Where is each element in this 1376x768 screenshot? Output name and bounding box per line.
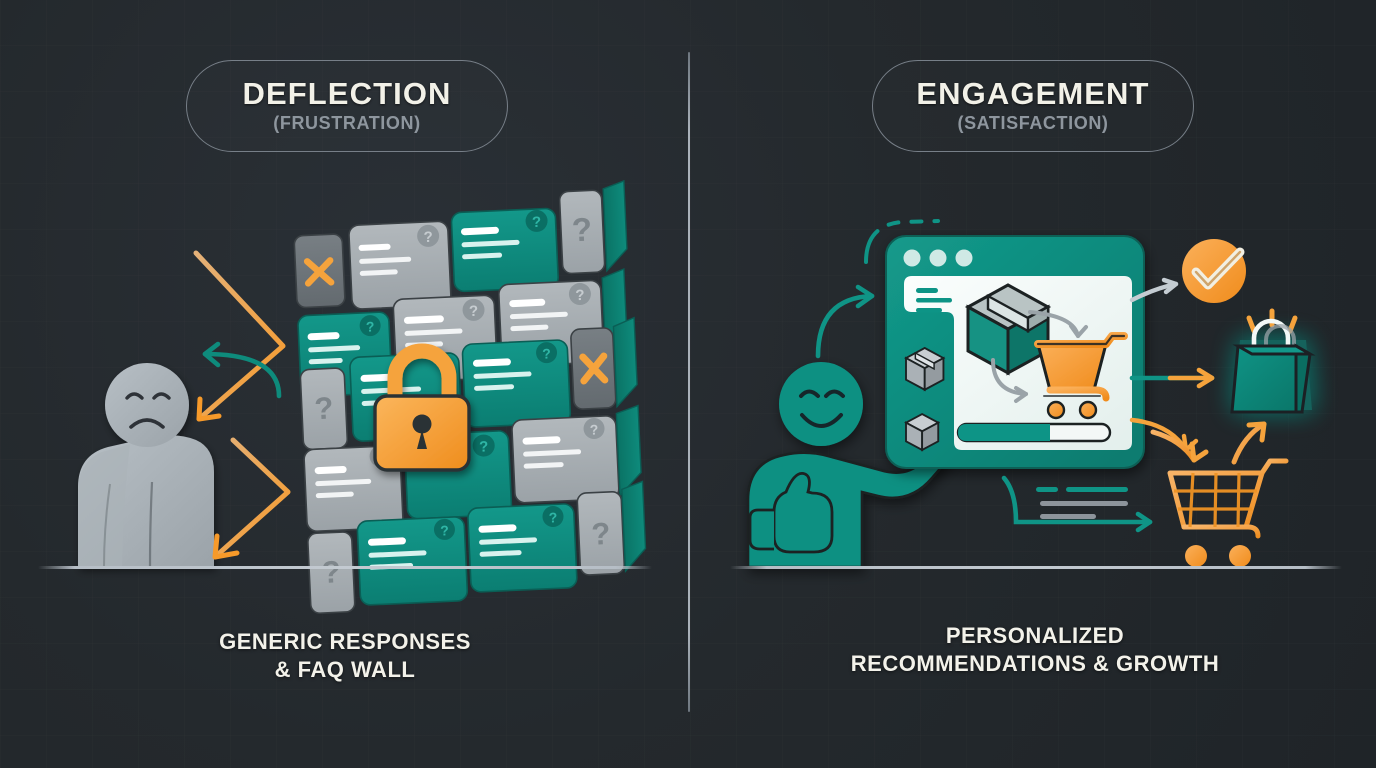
- brick-bigq: ?: [299, 367, 349, 451]
- deflection-subtitle: (FRUSTRATION): [273, 112, 421, 133]
- bounce-arrow-top: [193, 250, 286, 422]
- brick-row: ? ? ?: [293, 179, 628, 310]
- deflection-header-pill: DEFLECTION (FRUSTRATION): [186, 60, 508, 152]
- brick-x: [293, 233, 346, 309]
- flow-arrow-top: [1028, 310, 1088, 338]
- shopping-cart-icon: [1034, 332, 1128, 420]
- svg-text:?: ?: [542, 345, 551, 361]
- deflect-arrow-teal: [202, 341, 282, 399]
- cube-icon: [904, 412, 941, 452]
- product-recommendation-window[interactable]: [885, 235, 1145, 469]
- window-dots: [903, 249, 973, 267]
- brick-faq: ?: [450, 207, 559, 293]
- svg-text:?: ?: [575, 287, 585, 304]
- inbound-arrow-teal: [815, 284, 875, 359]
- thumbs-up-icon: [748, 472, 834, 554]
- question-mark-icon: ?: [359, 315, 381, 337]
- svg-text:?: ?: [375, 449, 384, 465]
- window-dot: [903, 249, 921, 267]
- engagement-caption-line-1: PERSONALIZED: [945, 623, 1125, 648]
- padlock-icon: [373, 343, 471, 472]
- check-circle-icon: [1182, 239, 1246, 303]
- question-mark-icon: ?: [568, 283, 591, 306]
- brick-faq: ?: [403, 430, 513, 520]
- brick-faq: ?: [498, 279, 605, 368]
- ground-line-right: [730, 566, 1342, 569]
- question-mark-icon: ?: [433, 518, 455, 540]
- svg-text:?: ?: [548, 509, 557, 525]
- engagement-caption: PERSONALIZED RECOMMENDATIONS & GROWTH: [780, 622, 1290, 678]
- happy-person-figure: [746, 362, 954, 569]
- question-mark-icon: ?: [542, 505, 564, 527]
- engagement-header-pill: ENGAGEMENT (SATISFACTION): [872, 60, 1194, 152]
- question-mark-icon: ?: [314, 390, 335, 426]
- svg-text:?: ?: [440, 522, 449, 538]
- brick-faq: ?: [297, 311, 393, 398]
- ground-line-left: [38, 566, 652, 569]
- question-mark-icon: ?: [321, 554, 342, 590]
- deflection-caption-line-1: GENERIC RESPONSES: [219, 629, 471, 654]
- bounce-arrow-bottom: [212, 437, 291, 560]
- question-mark-icon: ?: [472, 434, 495, 457]
- brick-faq: ?: [356, 516, 469, 606]
- arrow-to-check: [1129, 277, 1179, 303]
- engagement-title: ENGAGEMENT: [916, 76, 1150, 112]
- shopping-cart-growth-icon: [1150, 421, 1289, 567]
- window-dot: [929, 249, 947, 267]
- window-sidebar-lines: [916, 288, 952, 313]
- dashed-flow-line: [864, 219, 940, 264]
- brick-bigq: ?: [576, 490, 626, 576]
- faq-brick-wall: ? ? ? ?: [293, 179, 647, 614]
- engagement-caption-line-2: RECOMMENDATIONS & GROWTH: [850, 651, 1220, 677]
- brick-row: ? ? ?: [303, 404, 642, 533]
- svg-text:?: ?: [469, 303, 479, 320]
- hero-package-box-icon: [964, 283, 1052, 376]
- brick-faq: ?: [392, 294, 498, 383]
- question-mark-icon: ?: [417, 224, 440, 247]
- progress-bar[interactable]: [956, 422, 1112, 443]
- question-mark-icon: ?: [525, 209, 548, 232]
- question-mark-icon: ?: [591, 516, 612, 552]
- shopping-bag-icon: [1230, 308, 1316, 414]
- brick-faq: [349, 352, 463, 442]
- brick-bigq: ?: [558, 189, 606, 275]
- x-mark-icon: [303, 257, 335, 287]
- brick-row: ? ?: [299, 316, 638, 451]
- deflection-caption: GENERIC RESPONSES & FAQ WALL: [110, 628, 580, 684]
- svg-text:?: ?: [479, 438, 489, 455]
- window-footnote-lines: [1036, 487, 1128, 519]
- question-mark-icon: ?: [462, 298, 485, 321]
- question-mark-icon: ?: [571, 210, 593, 248]
- brick-row: ? ? ? ?: [307, 480, 647, 614]
- svg-text:?: ?: [532, 214, 542, 231]
- brick-faq: ?: [348, 220, 452, 310]
- deflection-title: DEFLECTION: [242, 76, 452, 112]
- center-divider: [688, 52, 690, 712]
- brick-x: [570, 327, 617, 410]
- svg-text:?: ?: [589, 421, 598, 437]
- question-mark-icon: ?: [583, 418, 605, 440]
- deflection-caption-line-2: & FAQ WALL: [274, 657, 416, 683]
- flow-arrow-bottom: [991, 358, 1028, 403]
- arrow-to-bag: [1129, 367, 1215, 389]
- brick-faq: ?: [303, 445, 404, 533]
- question-mark-icon: ?: [369, 445, 391, 467]
- question-mark-icon: ?: [536, 342, 558, 364]
- arrow-bottom-right: [1001, 475, 1153, 533]
- package-box-icon: [904, 346, 946, 392]
- engagement-subtitle: (SATISFACTION): [957, 112, 1109, 133]
- brick-bigq: ?: [307, 531, 356, 614]
- sad-person-figure: [78, 363, 214, 568]
- brick-faq: ?: [511, 415, 620, 504]
- svg-text:?: ?: [423, 229, 433, 246]
- window-dot: [955, 249, 973, 267]
- brick-row: ? ? ?: [297, 267, 628, 398]
- x-mark-icon: [579, 352, 609, 385]
- brick-faq: ?: [461, 339, 572, 428]
- svg-text:?: ?: [366, 318, 375, 334]
- arrow-to-cart: [1129, 417, 1199, 453]
- sparkle-rays: [1246, 308, 1298, 334]
- brick-faq: ?: [467, 503, 578, 593]
